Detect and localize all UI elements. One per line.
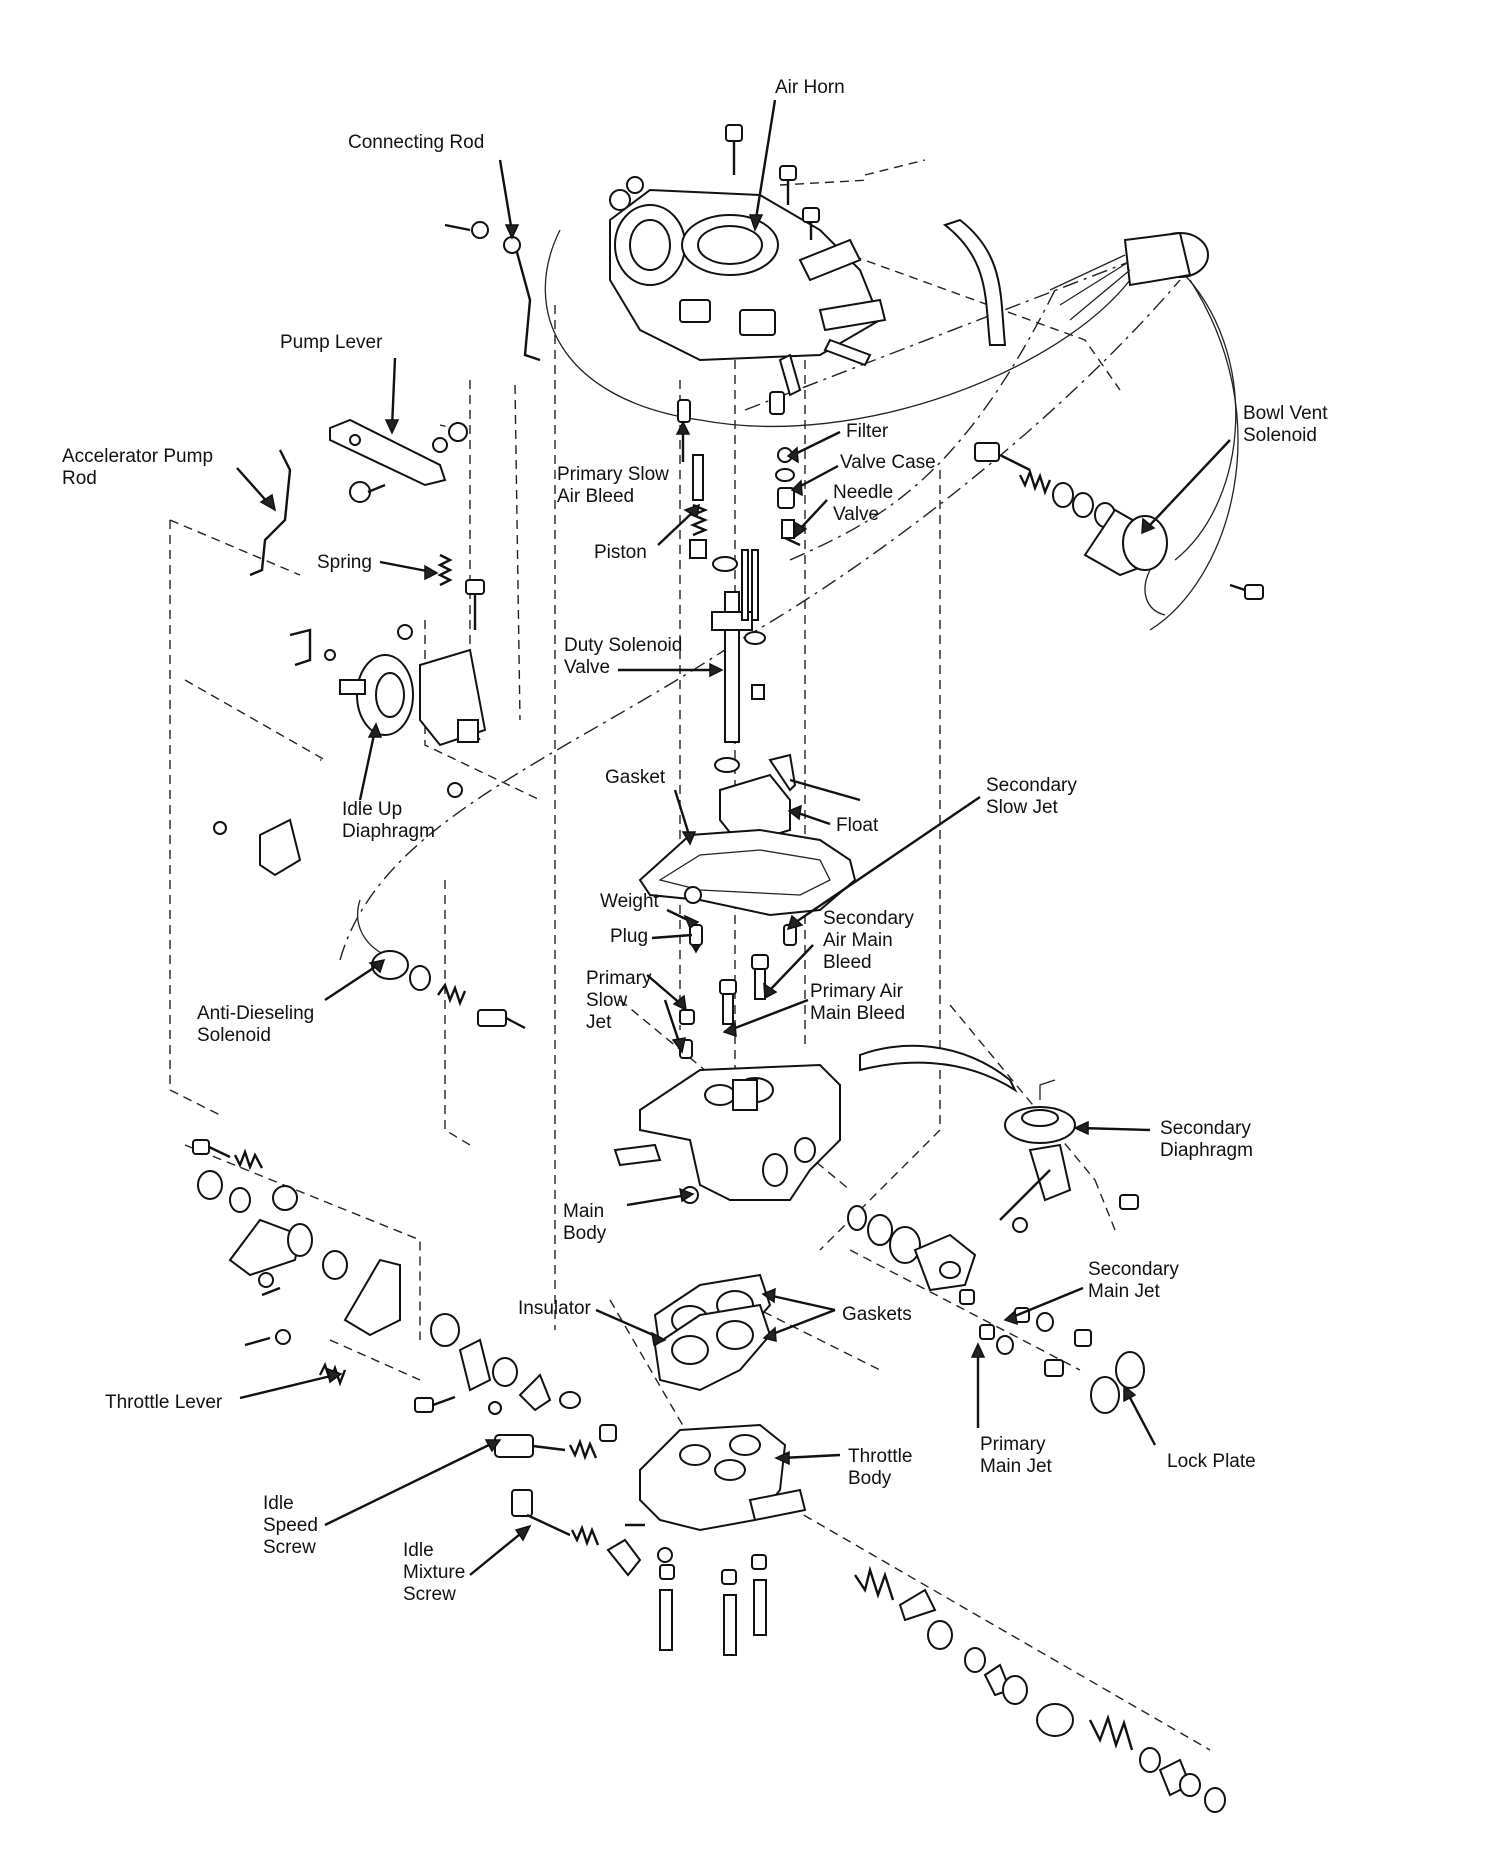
throttle-lever-parts	[192, 1139, 581, 1415]
label-throttle-body: Throttle Body	[848, 1446, 918, 1489]
label-filter: Filter	[846, 421, 889, 442]
label-gasket: Gasket	[605, 767, 666, 788]
label-spring: Spring	[317, 552, 372, 573]
fuel-inlet-parts	[769, 391, 801, 547]
label-primary-slow-jet: Primary Slow Jet	[586, 968, 657, 1033]
insulator-gaskets-part	[653, 1273, 772, 1392]
bowl-vent-solenoid-part	[974, 442, 1264, 616]
label-idle-up-diaphragm: Idle Up Diaphragm	[342, 799, 435, 842]
label-secondary-main-jet: Secondary Main Jet	[1088, 1259, 1184, 1302]
connecting-rod-part	[444, 221, 541, 362]
label-gaskets: Gaskets	[842, 1304, 912, 1325]
main-body-part	[613, 1044, 1018, 1204]
center-stack-parts	[677, 399, 766, 773]
label-bowl-vent-solenoid: Bowl Vent Solenoid	[1243, 403, 1333, 446]
label-accelerator-pump-rod: Accelerator Pump Rod	[62, 446, 218, 489]
label-anti-dieseling-solenoid: Anti-Dieseling Solenoid	[197, 1003, 320, 1046]
label-idle-speed-screw: Idle Speed Screw	[263, 1493, 323, 1558]
throttle-shaft-parts	[854, 1565, 1226, 1813]
label-air-horn: Air Horn	[775, 77, 845, 98]
label-plug: Plug	[610, 926, 648, 947]
right-side-jets	[847, 1205, 1145, 1414]
label-duty-solenoid-valve: Duty Solenoid Valve	[564, 635, 688, 678]
label-weight: Weight	[600, 891, 660, 912]
label-primary-slow-air-bleed: Primary Slow Air Bleed	[557, 464, 674, 507]
label-throttle-lever: Throttle Lever	[105, 1392, 223, 1413]
label-idle-mixture-screw: Idle Mixture Screw	[403, 1540, 471, 1605]
label-secondary-air-main-bleed: Secondary Air Main Bleed	[823, 908, 919, 973]
idle-up-diaphragm-part	[213, 553, 487, 877]
label-primary-air-main-bleed: Primary Air Main Bleed	[810, 981, 908, 1024]
label-piston: Piston	[594, 542, 647, 563]
label-float: Float	[836, 815, 879, 836]
accelerator-pump-rod-part	[249, 449, 292, 577]
label-main-body: Main Body	[563, 1201, 609, 1244]
label-lock-plate: Lock Plate	[1167, 1451, 1256, 1472]
part-labels: Air Horn Connecting Rod Pump Lever Accel…	[62, 77, 1333, 1605]
secondary-diaphragm-part	[999, 1079, 1139, 1233]
jets-and-bleeds	[679, 924, 797, 1059]
label-connecting-rod: Connecting Rod	[348, 132, 484, 153]
pump-lever-part	[329, 418, 468, 503]
label-secondary-slow-jet: Secondary Slow Jet	[986, 775, 1082, 818]
label-valve-case: Valve Case	[840, 452, 936, 473]
label-primary-main-jet: Primary Main Jet	[980, 1434, 1053, 1477]
label-pump-lever: Pump Lever	[280, 332, 383, 353]
air-horn-assembly	[609, 124, 1209, 397]
throttle-body-part	[494, 1423, 807, 1656]
float-gasket-parts	[638, 753, 861, 917]
leader-lines	[236, 99, 1231, 1576]
label-needle-valve: Needle Valve	[833, 482, 899, 525]
label-insulator: Insulator	[518, 1298, 592, 1319]
label-secondary-diaphragm: Secondary Diaphragm	[1160, 1118, 1256, 1161]
